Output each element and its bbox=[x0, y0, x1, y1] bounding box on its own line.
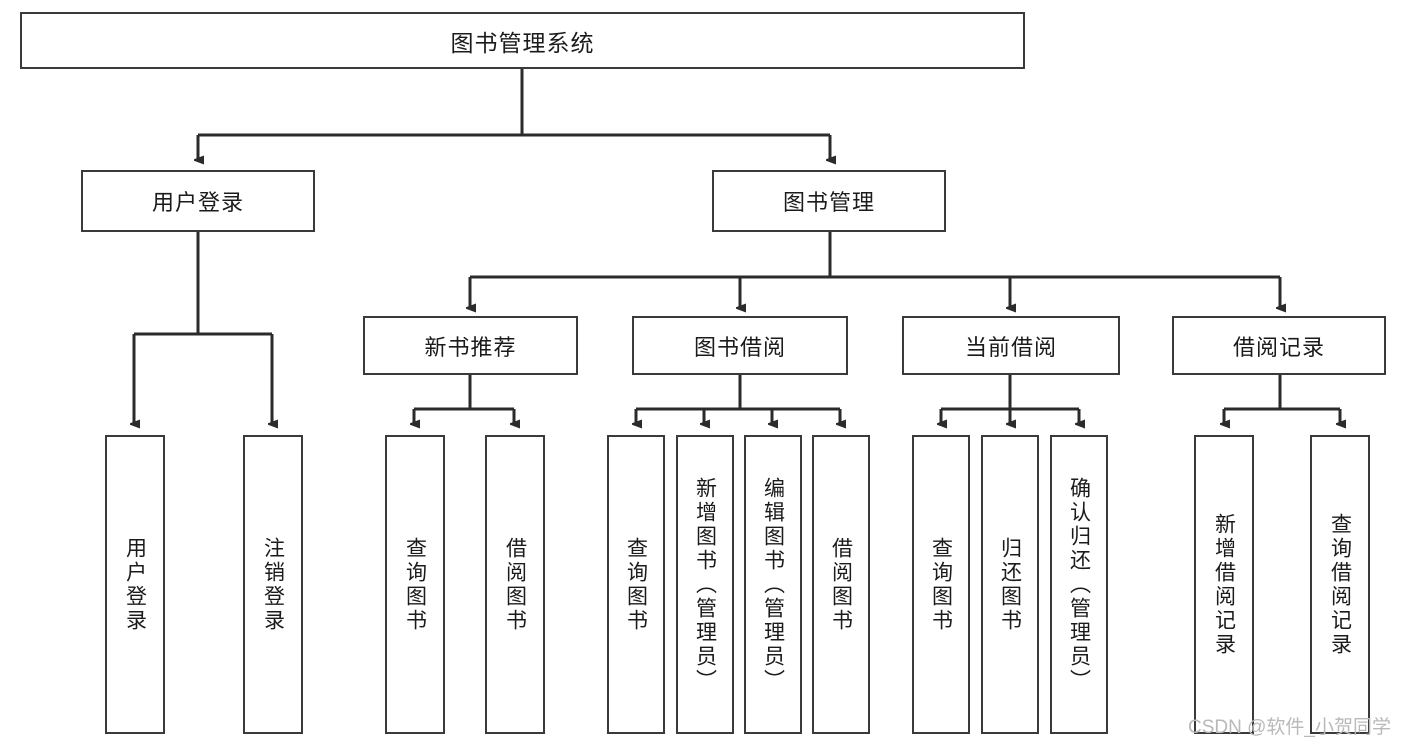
node-label: 用户登录 bbox=[123, 536, 147, 633]
node-label: 借阅记录 bbox=[1232, 334, 1325, 360]
leaf-add-book-admin[interactable]: 新增图书（管理员） bbox=[676, 435, 734, 734]
node-new-book-recommend[interactable]: 新书推荐 bbox=[363, 316, 578, 375]
node-label: 图书借阅 bbox=[693, 334, 786, 360]
leaf-borrow-book[interactable]: 借阅图书 bbox=[812, 435, 870, 734]
node-book-borrow[interactable]: 图书借阅 bbox=[632, 316, 848, 375]
node-label: 编辑图书（管理员） bbox=[761, 476, 785, 693]
node-label: 用户登录 bbox=[151, 190, 244, 215]
leaf-return-book[interactable]: 归还图书 bbox=[981, 435, 1039, 734]
node-label: 新增借阅记录 bbox=[1212, 512, 1236, 657]
node-label: 查询借阅记录 bbox=[1328, 512, 1352, 657]
leaf-query-borrow-record[interactable]: 查询借阅记录 bbox=[1310, 435, 1370, 734]
node-user-login[interactable]: 用户登录 bbox=[81, 170, 315, 232]
node-current-borrow[interactable]: 当前借阅 bbox=[902, 316, 1120, 375]
node-root-system[interactable]: 图书管理系统 bbox=[20, 12, 1025, 69]
node-label: 查询图书 bbox=[624, 536, 648, 633]
node-book-management[interactable]: 图书管理 bbox=[712, 170, 946, 232]
node-label: 新增图书（管理员） bbox=[693, 476, 717, 693]
leaf-logout[interactable]: 注销登录 bbox=[243, 435, 303, 734]
leaf-add-borrow-record[interactable]: 新增借阅记录 bbox=[1194, 435, 1254, 734]
node-label: 确认归还（管理员） bbox=[1067, 476, 1091, 693]
node-label: 借阅图书 bbox=[829, 536, 853, 633]
leaf-confirm-return-admin[interactable]: 确认归还（管理员） bbox=[1050, 435, 1108, 734]
node-label: 新书推荐 bbox=[424, 334, 517, 360]
watermark: CSDN @软件_小贺同学 bbox=[1188, 717, 1391, 738]
node-label: 查询图书 bbox=[403, 536, 427, 633]
leaf-edit-book-admin[interactable]: 编辑图书（管理员） bbox=[744, 435, 802, 734]
node-label: 注销登录 bbox=[261, 536, 285, 633]
node-label: 当前借阅 bbox=[964, 334, 1057, 360]
leaf-query-book-recommend[interactable]: 查询图书 bbox=[385, 435, 445, 734]
node-borrow-record[interactable]: 借阅记录 bbox=[1172, 316, 1386, 375]
leaf-borrow-book-recommend[interactable]: 借阅图书 bbox=[485, 435, 545, 734]
node-label: 图书管理 bbox=[782, 190, 875, 215]
node-label: 归还图书 bbox=[998, 536, 1022, 633]
node-label: 查询图书 bbox=[929, 536, 953, 633]
leaf-user-login[interactable]: 用户登录 bbox=[105, 435, 165, 734]
node-label: 图书管理系统 bbox=[450, 29, 595, 56]
node-label: 借阅图书 bbox=[503, 536, 527, 633]
leaf-query-book-current[interactable]: 查询图书 bbox=[912, 435, 970, 734]
leaf-query-book[interactable]: 查询图书 bbox=[607, 435, 665, 734]
